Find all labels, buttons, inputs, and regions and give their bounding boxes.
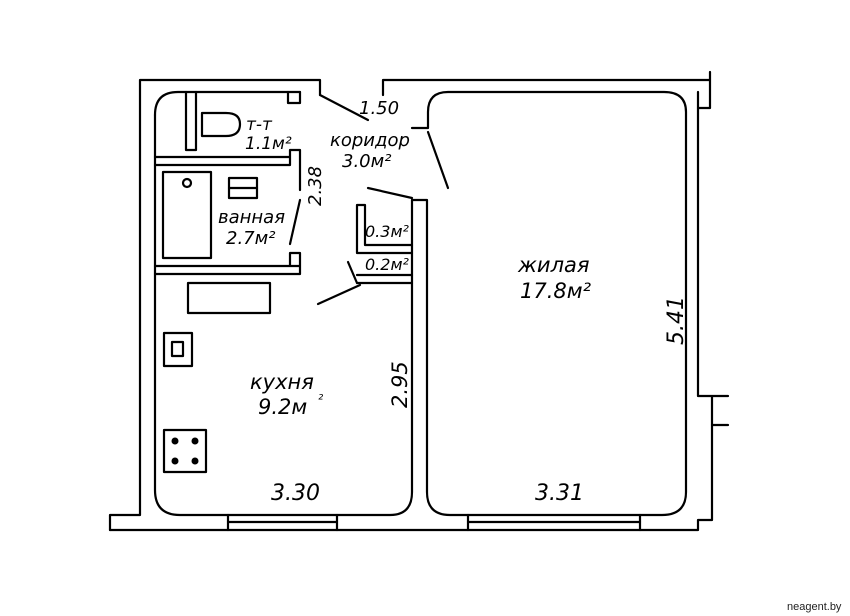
burner-icon bbox=[171, 457, 179, 465]
closet-walls bbox=[355, 203, 414, 285]
bath-kitchen-wall bbox=[153, 251, 302, 276]
kitchen-wall-inner bbox=[335, 198, 414, 517]
toilet-door bbox=[286, 90, 302, 105]
partition-wall bbox=[410, 198, 470, 517]
burner-icon bbox=[191, 457, 199, 465]
toilet-area: 1.1м² bbox=[245, 134, 292, 154]
closet-door-leaf bbox=[346, 260, 359, 285]
kitchen-counter bbox=[186, 281, 272, 315]
burner-icon bbox=[171, 437, 179, 445]
toilet-wall bbox=[184, 90, 198, 152]
kitchen-width-dimension: 3.30 bbox=[271, 481, 320, 506]
kitchen-area: 9.2м bbox=[258, 395, 307, 419]
entry-width-dimension: 1.50 bbox=[359, 98, 399, 119]
kitchen-sink bbox=[162, 331, 194, 368]
toilet-name: т-т bbox=[246, 115, 273, 135]
bath-door-leaf bbox=[288, 198, 302, 246]
living-length-dimension: 5.41 bbox=[664, 296, 689, 345]
outer-wall-top-right bbox=[381, 70, 712, 110]
burner-icon bbox=[191, 437, 199, 445]
corridor-area: 3.0м² bbox=[342, 151, 391, 172]
bathtub bbox=[161, 170, 213, 260]
bathtub-drain bbox=[181, 177, 193, 189]
corridor-name: коридор bbox=[330, 130, 410, 151]
entrance-door-leaf bbox=[318, 93, 370, 122]
toilet-bowl bbox=[200, 111, 242, 138]
closet-lower-area: 0.2м² bbox=[365, 255, 410, 274]
inner-wall-top-left bbox=[153, 90, 302, 117]
living-wall-inner bbox=[410, 90, 688, 517]
bath-length-dimension: 2.38 bbox=[305, 166, 326, 206]
kitchen-name: кухня bbox=[250, 370, 314, 394]
outer-wall-bottom bbox=[108, 423, 714, 532]
outer-wall-left bbox=[108, 78, 322, 532]
corridor-partition bbox=[366, 186, 414, 200]
stove bbox=[162, 428, 208, 474]
outer-wall-right bbox=[696, 106, 730, 427]
kitchen-area-suffix: ² bbox=[318, 393, 323, 408]
living-area: 17.8м² bbox=[520, 279, 592, 303]
closet-upper-area: 0.3м² bbox=[365, 222, 410, 241]
stove-burners bbox=[171, 437, 199, 465]
watermark: neagent.by bbox=[787, 601, 842, 613]
kitchen-sink-bowl bbox=[170, 340, 185, 358]
living-width-dimension: 3.31 bbox=[535, 481, 584, 506]
bathroom-area: 2.7м² bbox=[226, 228, 275, 249]
bathroom-name: ванная bbox=[218, 207, 285, 228]
toilet-bath-wall bbox=[153, 148, 302, 192]
kitchen-length-dimension: 2.95 bbox=[388, 361, 412, 408]
living-door-leaf bbox=[426, 130, 450, 190]
inner-wall-left bbox=[153, 113, 230, 517]
kitchen-door-leaf bbox=[316, 283, 362, 306]
living-name: жилая bbox=[517, 253, 590, 277]
